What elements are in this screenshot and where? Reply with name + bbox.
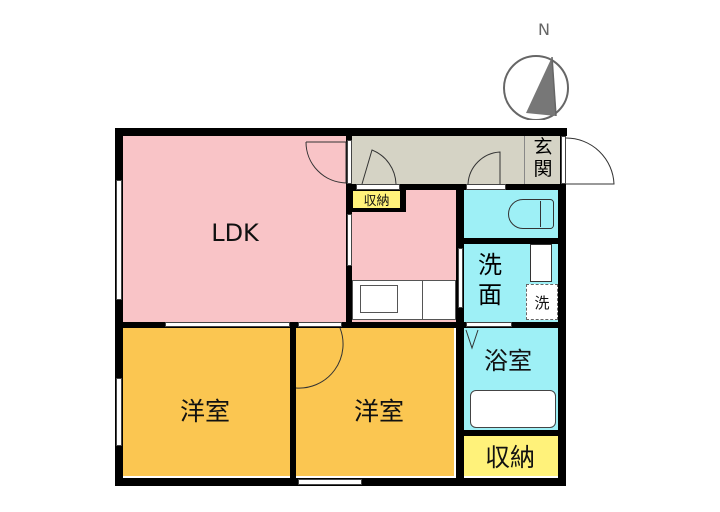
kitchen-divider xyxy=(422,281,423,319)
door-ldk xyxy=(305,141,347,184)
toilet-tank xyxy=(540,201,541,227)
window-room1-left xyxy=(116,378,122,446)
western-room-2-label: 洋室 xyxy=(353,397,404,426)
western-room-1-label: 洋室 xyxy=(179,397,230,426)
opening-room2 xyxy=(298,322,342,327)
washroom-label: 洗 面 xyxy=(470,250,510,314)
wall-kitchen-right xyxy=(456,184,464,484)
door-bath xyxy=(465,329,479,350)
opening-kitchen-side xyxy=(347,214,352,266)
entrance-label-1: 玄 xyxy=(533,136,553,158)
kitchen-counter xyxy=(352,280,456,320)
small-closet-label: 収納 xyxy=(353,191,400,209)
bathtub xyxy=(470,390,556,428)
opening-bath-door xyxy=(466,322,512,327)
kitchen-sink xyxy=(360,285,398,313)
entrance-label-2: 関 xyxy=(533,158,553,180)
opening-wash-side xyxy=(458,248,463,308)
entrance-room xyxy=(524,136,562,184)
large-closet xyxy=(460,436,560,476)
wall-left xyxy=(115,128,123,486)
large-closet-label: 収納 xyxy=(484,443,535,472)
wall-right-lower xyxy=(558,184,566,486)
wall-rooms-divider xyxy=(290,322,296,484)
window-ldk-left xyxy=(116,180,122,300)
opening-toilet-door xyxy=(466,184,506,190)
washer-label: 洗 xyxy=(534,293,550,312)
door-entrance xyxy=(565,137,615,185)
washer-space: 洗 xyxy=(526,284,558,320)
western-room-2 xyxy=(296,328,454,476)
toilet-bowl xyxy=(508,199,554,229)
bathroom-label: 浴室 xyxy=(484,346,532,375)
opening-closet-door xyxy=(356,184,400,190)
washroom-label-1: 洗 xyxy=(478,251,502,279)
wall-top xyxy=(115,128,567,136)
opening-entrance xyxy=(561,136,566,184)
wash-basin xyxy=(530,244,552,282)
sliding-door-ldk-room1 xyxy=(165,322,290,327)
window-room2-bottom xyxy=(298,479,362,485)
wall-toilet-bottom xyxy=(456,238,566,244)
washroom-label-2: 面 xyxy=(478,281,502,309)
wall-bath-bottom xyxy=(456,430,566,436)
compass: N xyxy=(500,20,580,120)
western-room-1 xyxy=(122,328,290,476)
ldk-label: LDK xyxy=(211,219,259,247)
door-toilet xyxy=(467,151,501,185)
door-room2 xyxy=(295,327,344,389)
opening-ldk-hall xyxy=(347,140,352,184)
ldk-room xyxy=(122,136,348,322)
door-closet xyxy=(361,149,397,185)
entrance-label: 玄 関 xyxy=(526,136,560,184)
hall-room xyxy=(352,136,524,184)
compass-north-label: N xyxy=(538,20,550,39)
compass-arrow-icon xyxy=(503,55,569,120)
